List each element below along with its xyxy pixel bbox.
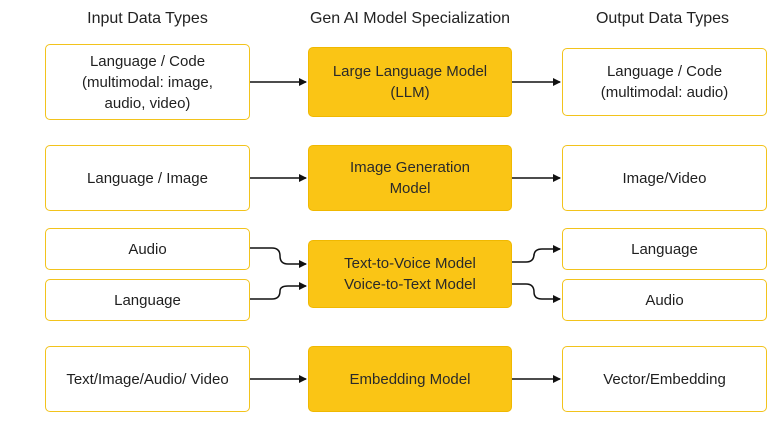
input-box-language-code-multimodal: Language / Code (multimodal: image, audi… xyxy=(45,44,250,120)
input-column-header: Input Data Types xyxy=(87,10,208,27)
input-box-audio: Audio xyxy=(45,228,250,270)
model-box-image-generation: Image Generation Model xyxy=(308,145,512,211)
output-box-language-code: Language / Code (multimodal: audio) xyxy=(562,48,767,116)
model-box-embedding: Embedding Model xyxy=(308,346,512,412)
model-column-header: Gen AI Model Specialization xyxy=(309,10,511,27)
arrow-language-in xyxy=(250,282,307,300)
output-box-vector-embedding: Vector/Embedding xyxy=(562,346,767,412)
arrow-audio-in xyxy=(250,247,307,268)
arrow-language-out xyxy=(512,245,561,263)
output-box-language: Language xyxy=(562,228,767,270)
model-box-llm: Large Language Model (LLM) xyxy=(308,47,512,117)
input-box-text-image-audio-video: Text/Image/Audio/ Video xyxy=(45,346,250,412)
output-box-audio: Audio xyxy=(562,279,767,321)
arrow-audio-out xyxy=(512,283,561,303)
input-box-language-image: Language / Image xyxy=(45,145,250,211)
output-box-image-video: Image/Video xyxy=(562,145,767,211)
output-column-header: Output Data Types xyxy=(595,10,730,27)
model-box-voice-text: Text-to-Voice Model Voice-to-Text Model xyxy=(308,240,512,308)
input-box-language: Language xyxy=(45,279,250,321)
